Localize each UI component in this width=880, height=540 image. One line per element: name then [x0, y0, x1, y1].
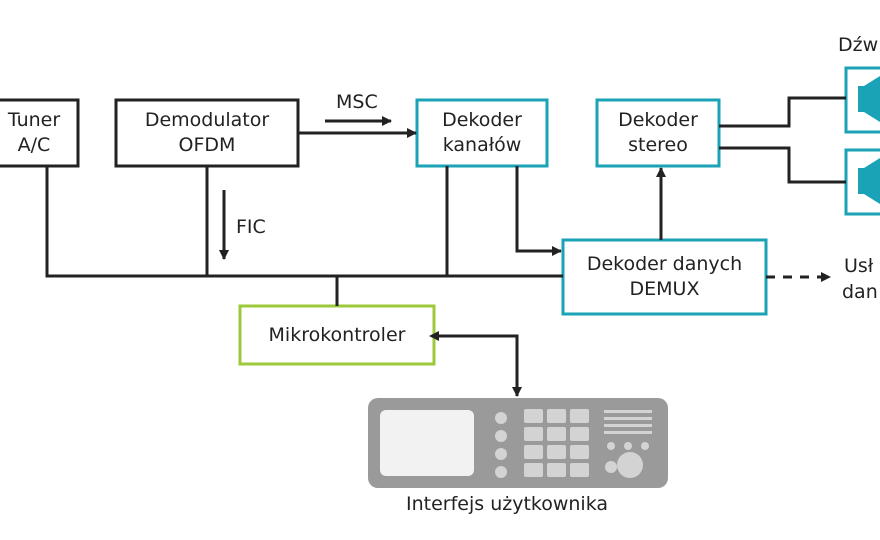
microcontroller-label-line1: Mikrokontroler — [268, 323, 406, 346]
channel-decoder-label: Dekoder kanałów — [417, 100, 547, 166]
data-decoder-label-line1: Dekoder danych — [586, 253, 743, 275]
speaker-icon — [858, 76, 880, 122]
services-label-line2: dan — [842, 281, 878, 303]
speaker-icon — [858, 158, 880, 204]
stereo-decoder-box — [595, 98, 721, 168]
services-label-line1: Usł — [844, 255, 874, 277]
microcontroller-ui-arrow — [429, 331, 522, 397]
sound-label: Dźw — [838, 34, 879, 56]
radio-control-panel-icon — [368, 398, 668, 488]
stereo-decoder-label-line1: Dekoder — [618, 109, 698, 131]
demodulator-box — [114, 98, 300, 168]
data-decoder-label-line2: DEMUX — [629, 278, 700, 300]
tuner-label-line2: A/C — [17, 134, 51, 156]
msc-label: MSC — [336, 91, 378, 113]
demodulator-label: Demodulator OFDM — [116, 100, 298, 166]
channel-decoder-label-line2: kanałów — [442, 134, 522, 156]
stereo-decoder-label-line2: stereo — [628, 134, 688, 156]
demodulator-label-line2: OFDM — [178, 134, 236, 156]
microcontroller-label: Mikrokontroler — [240, 306, 434, 364]
stereo-to-speaker-bottom-line — [719, 146, 846, 184]
stereo-to-speaker-top-line — [719, 96, 846, 128]
demodulator-label-line1: Demodulator — [144, 109, 270, 131]
fic-label: FIC — [236, 216, 266, 238]
tuner-label: Tuner A/C — [0, 100, 78, 166]
control-bus — [45, 166, 563, 306]
user-interface-label: Interfejs użytkownika — [406, 493, 609, 515]
channel-decoder-label-line1: Dekoder — [442, 109, 522, 131]
stereo-decoder-label: Dekoder stereo — [597, 100, 719, 166]
tuner-label-line1: Tuner — [7, 109, 61, 131]
data-decoder-label: Dekoder danych DEMUX — [563, 240, 766, 314]
tuner-box — [0, 98, 80, 168]
channel-decoder-box — [415, 98, 549, 168]
channel-to-data-arrow — [515, 166, 562, 256]
